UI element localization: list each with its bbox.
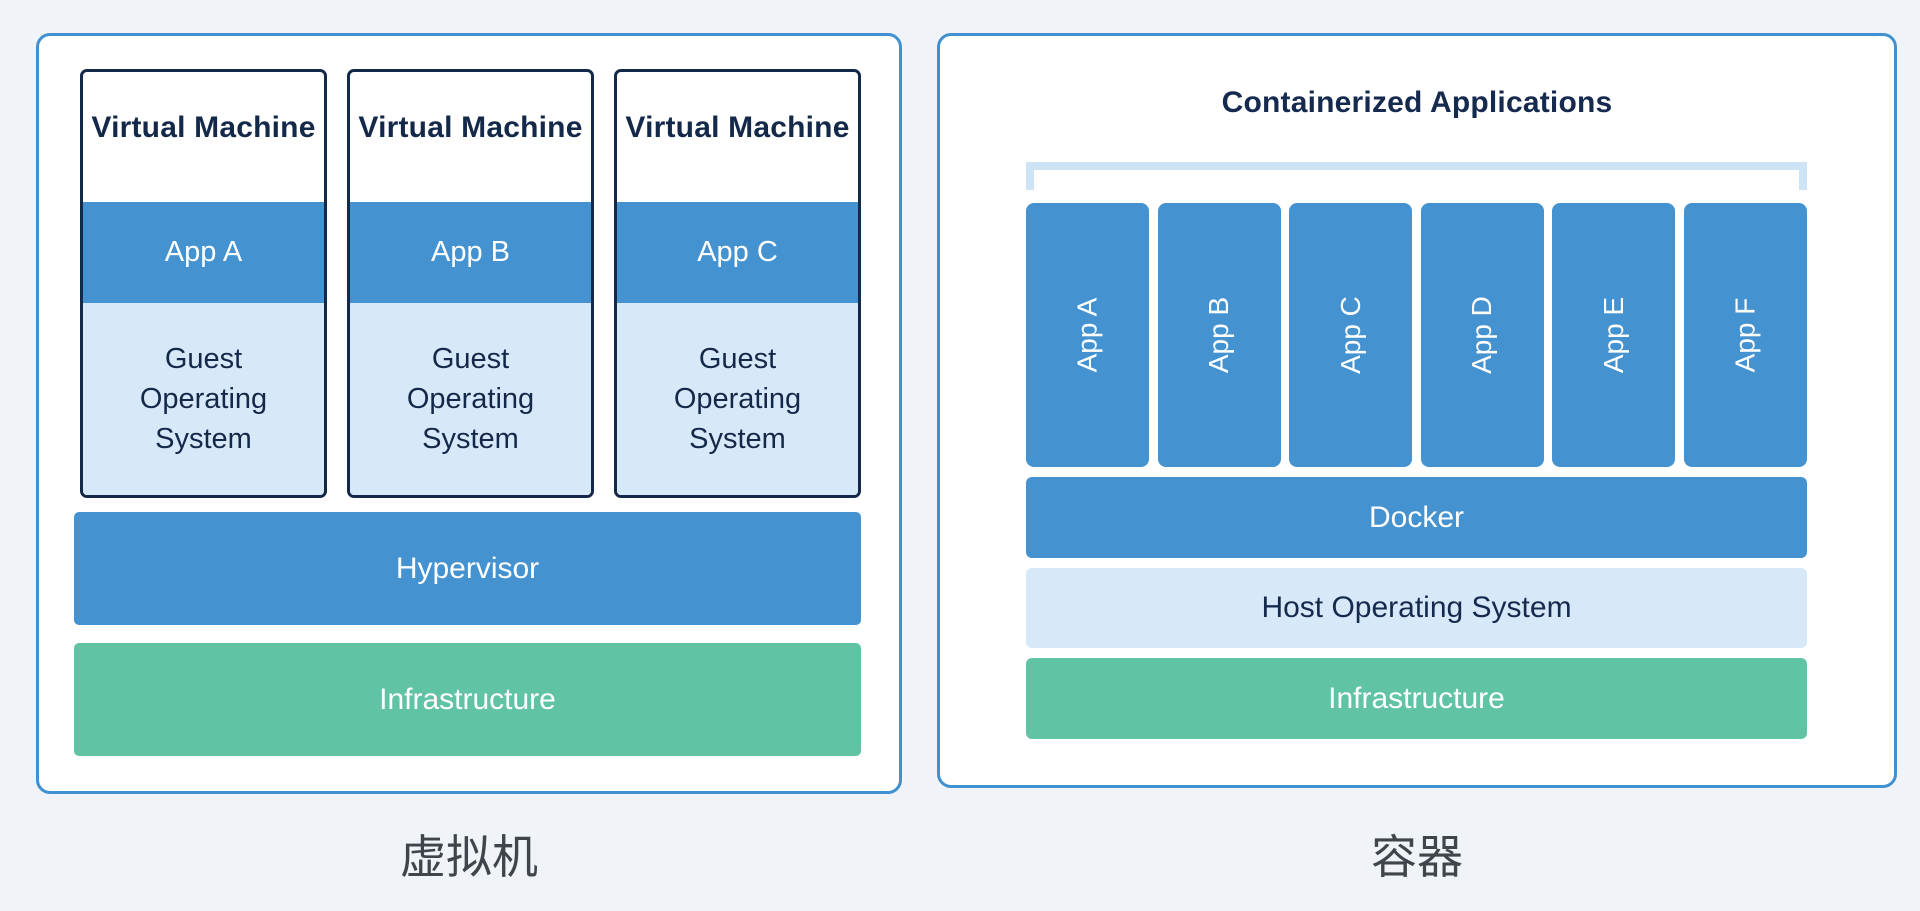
container-app-box: App D xyxy=(1420,203,1544,467)
infrastructure-bar: Infrastructure xyxy=(74,643,861,756)
container-app-label: App D xyxy=(1466,296,1498,374)
container-app-label: App F xyxy=(1729,297,1761,373)
container-app-label: App C xyxy=(1334,296,1366,374)
container-app-box: App A xyxy=(1026,203,1149,467)
vm-title: Virtual Machine xyxy=(91,111,316,144)
containers-panel: Containerized Applications App A App B A… xyxy=(937,33,1897,788)
right-caption-container: 容器 xyxy=(1371,831,1463,883)
guest-os-label: Guest Operating System xyxy=(673,343,802,455)
infrastructure-bar: Infrastructure xyxy=(1026,658,1807,739)
guest-os-block: Guest Operating System xyxy=(617,303,858,495)
left-caption-vm: 虚拟机 xyxy=(400,831,538,883)
vm-app-block: App C xyxy=(617,202,858,303)
container-app-label: App E xyxy=(1597,296,1629,374)
container-app-label: App B xyxy=(1203,296,1235,374)
vm-box: Virtual Machine App A Guest Operating Sy… xyxy=(80,69,327,498)
container-app-label: App A xyxy=(1071,297,1103,373)
virtual-machines-panel: Virtual Machine App A Guest Operating Sy… xyxy=(36,33,902,794)
guest-os-label: Guest Operating System xyxy=(406,343,535,455)
containerized-apps-title: Containerized Applications xyxy=(1221,86,1613,119)
vm-box: Virtual Machine App B Guest Operating Sy… xyxy=(347,69,594,498)
container-app-box: App B xyxy=(1157,203,1281,467)
vm-title: Virtual Machine xyxy=(625,111,850,144)
guest-os-label: Guest Operating System xyxy=(139,343,268,455)
vm-title: Virtual Machine xyxy=(358,111,583,144)
container-app-box: App E xyxy=(1552,203,1676,467)
vm-app-block: App B xyxy=(350,202,591,303)
apps-group-bracket xyxy=(1026,162,1807,190)
docker-bar: Docker xyxy=(1026,477,1807,558)
guest-os-block: Guest Operating System xyxy=(350,303,591,495)
vm-box: Virtual Machine App C Guest Operating Sy… xyxy=(614,69,861,498)
container-app-box: App C xyxy=(1289,203,1413,467)
apps-row: App A App B App C App D App E App F xyxy=(1026,203,1807,467)
container-app-box: App F xyxy=(1683,203,1807,467)
vm-app-block: App A xyxy=(83,202,324,303)
host-os-bar: Host Operating System xyxy=(1026,568,1807,648)
guest-os-block: Guest Operating System xyxy=(83,303,324,495)
hypervisor-bar: Hypervisor xyxy=(74,512,861,625)
